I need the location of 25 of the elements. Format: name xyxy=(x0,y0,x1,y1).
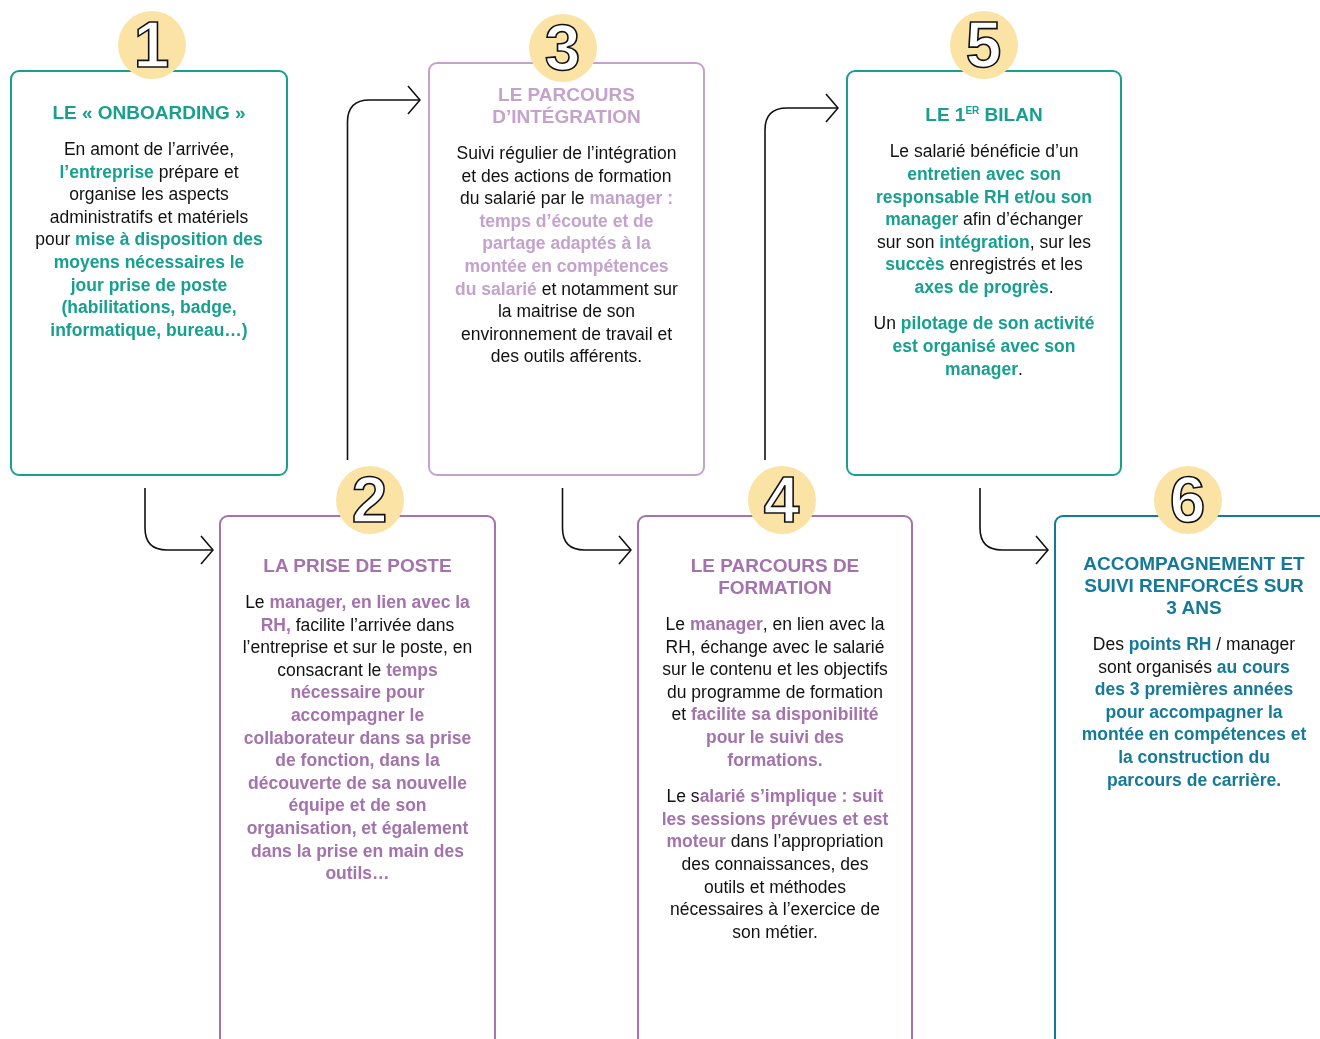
step-description: Le manager, en lien avec la RH, facilite l’arrivée dans l’entreprise et sur le poste, en consacrant le temps nécessaire pour accompagner le collaborateur dans sa prise de fonction, dans la découverte de sa nouvelle équipe et de son organisation, et également dans la prise en main des outils… xyxy=(241,591,474,885)
step-title: LE PARCOURS D’INTÉGRATION xyxy=(491,84,642,128)
arrow xyxy=(764,93,839,461)
arrow xyxy=(144,487,214,565)
step-number: 4 xyxy=(747,465,816,534)
step-description: Le salarié s’implique : suit les sessions prévues et est moteur dans l’appropriation des connaissances, des outils et méthodes nécessaires à l’exercice de son métier. xyxy=(660,785,890,944)
step-title: LE « ONBOARDING » xyxy=(51,102,247,124)
step-number: 5 xyxy=(949,10,1018,79)
step-description: Un pilotage de son activité est organisé avec son manager. xyxy=(872,312,1096,381)
arrow xyxy=(561,487,632,565)
step-description: Suivi régulier de l’intégration et des actions de formation du salarié par le manager : temps d’écoute et de partage adaptés à la montée en compétences du salarié et notamment sur la maitrise de son environnement de travail et des outils afférents. xyxy=(454,142,679,368)
step-description: Le salarié bénéficie d’un entretien avec son responsable RH et/ou son manager afin d’échanger sur son intégration, sur les succès enregistrés et les axes de progrès. xyxy=(875,140,1093,299)
step-description: Le manager, en lien avec la RH, échange avec le salarié sur le contenu et les objectifs du programme de formation et facilite sa disponibilité pour le suivi des formations. xyxy=(661,613,889,772)
step-number: 3 xyxy=(528,13,597,82)
arrow xyxy=(346,85,421,461)
step-number: 2 xyxy=(335,465,404,534)
arrow xyxy=(979,487,1049,565)
step-number: 6 xyxy=(1153,465,1222,534)
step-description: Des points RH / manager sont organisés au cours des 3 premières années pour accompagner la montée en compétences et la construction du parcours de carrière. xyxy=(1081,633,1307,792)
step-description: En amont de l’arrivée, l’entreprise prépare et organise les aspects administratifs et matériels pour mise à disposition des moyens nécessaires le jour prise de poste (habilitations, badge, informatique, bureau…) xyxy=(35,138,263,342)
step-title: LA PRISE DE POSTE xyxy=(262,555,453,577)
step-title: ACCOMPAGNEMENT ET SUIVI RENFORCÉS SUR 3 ANS xyxy=(1082,553,1306,619)
step-title: LE 1$^{ER}$ BILAN xyxy=(924,103,1044,127)
step-title: LE PARCOURS DE FORMATION xyxy=(689,555,861,599)
step-number: 1 xyxy=(117,10,186,79)
